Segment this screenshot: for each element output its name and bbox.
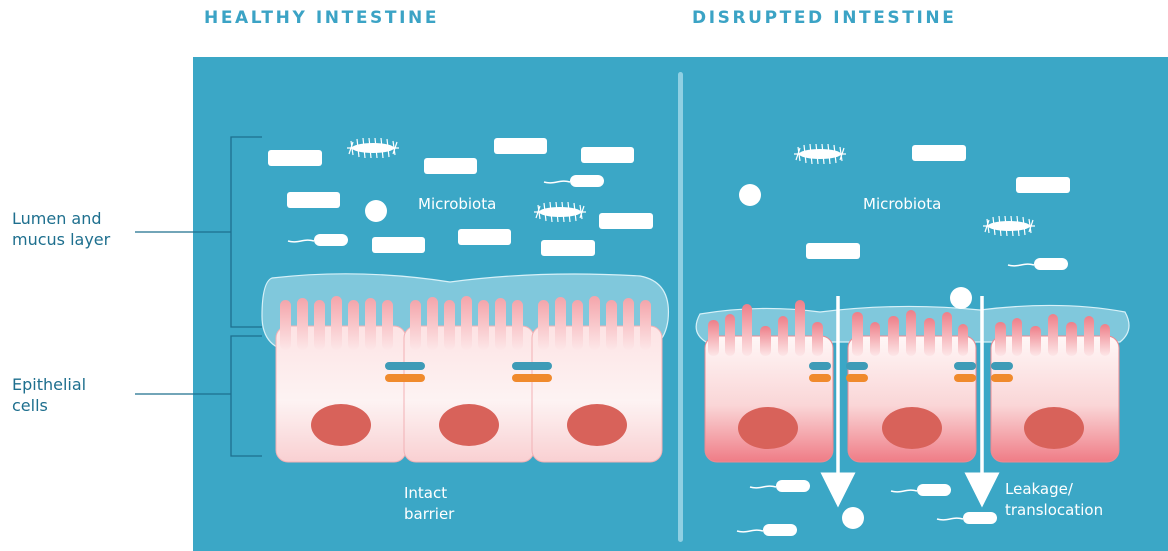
- tight-junction: [846, 362, 868, 370]
- cell-nucleus: [311, 404, 371, 446]
- intact-barrier-line2: barrier: [404, 505, 455, 523]
- tight-junction: [385, 374, 425, 382]
- bacterium-rod: [912, 145, 966, 161]
- tight-junction: [954, 362, 976, 370]
- bacterium-rod: [599, 213, 653, 229]
- bacterium-rod: [806, 243, 860, 259]
- bacterium-rod: [581, 147, 634, 163]
- bacterium-rod: [494, 138, 547, 154]
- cell-nucleus: [567, 404, 627, 446]
- bacterium-rod: [372, 237, 425, 253]
- bacterium-rod: [1016, 177, 1070, 193]
- tight-junction: [809, 362, 831, 370]
- leakage-line1: Leakage/: [1005, 480, 1074, 498]
- microbiota-label-left: Microbiota: [418, 195, 496, 213]
- tight-junction: [991, 362, 1013, 370]
- bacterium-rod: [541, 240, 595, 256]
- cell-nucleus: [1024, 407, 1084, 449]
- bacterium-coccus: [739, 184, 761, 206]
- tight-junction: [846, 374, 868, 382]
- intact-barrier-line1: Intact: [404, 484, 447, 502]
- cell-nucleus: [439, 404, 499, 446]
- bacterium-rod: [458, 229, 511, 245]
- bacterium-coccus: [950, 287, 972, 309]
- cell-nucleus: [882, 407, 942, 449]
- tight-junction: [512, 362, 552, 370]
- tight-junction: [385, 362, 425, 370]
- bacterium-rod: [287, 192, 340, 208]
- bacterium-rod: [424, 158, 477, 174]
- tight-junction: [954, 374, 976, 382]
- tight-junction: [512, 374, 552, 382]
- tight-junction: [991, 374, 1013, 382]
- cell-nucleus: [738, 407, 798, 449]
- bacterium-rod: [268, 150, 322, 166]
- tight-junction: [809, 374, 831, 382]
- panel-divider: [678, 72, 683, 542]
- leakage-line2: translocation: [1005, 501, 1103, 519]
- bacterium-coccus: [365, 200, 387, 222]
- microbiota-label-right: Microbiota: [863, 195, 941, 213]
- bacterium-coccus: [842, 507, 864, 529]
